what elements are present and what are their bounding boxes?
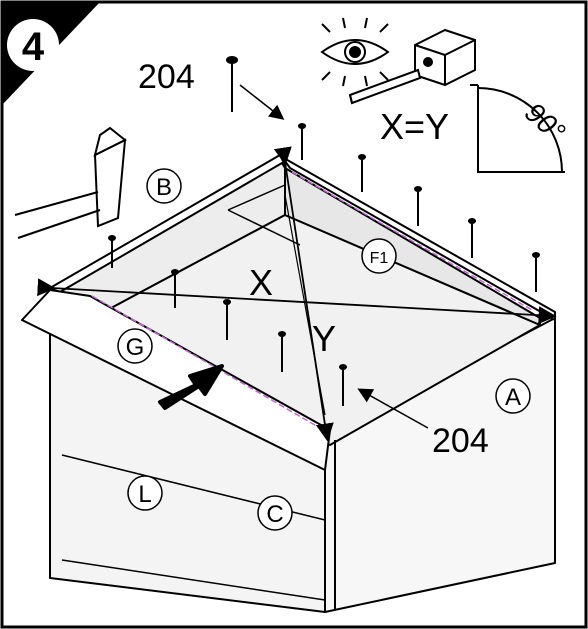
label-C: C	[266, 501, 283, 528]
nail-code-right: 204	[432, 422, 489, 460]
label-B: B	[156, 174, 172, 201]
panel-callouts: B G A C L F1	[117, 168, 531, 531]
equation-label: X=Y	[380, 106, 449, 147]
label-X: X	[249, 262, 273, 303]
hammer-icon	[14, 126, 127, 239]
nail-icon	[358, 154, 366, 192]
label-L: L	[138, 481, 151, 508]
eye-icon	[320, 17, 390, 87]
nail-code-top: 204	[138, 58, 195, 96]
nail-icon	[414, 186, 422, 226]
nail-row-back	[298, 123, 540, 292]
nail-icon	[339, 364, 347, 406]
nail-icon	[226, 56, 238, 112]
diagonal-Y	[273, 146, 334, 442]
label-Y: Y	[312, 318, 336, 359]
press-arrow	[158, 364, 224, 410]
right-angle-icon	[470, 84, 565, 173]
nail-icon	[468, 218, 476, 258]
tape-measure-icon	[348, 28, 476, 105]
nail-pointer	[239, 84, 285, 120]
label-A: A	[505, 384, 521, 411]
step-number: 4	[22, 25, 45, 69]
nail-pointer	[357, 388, 429, 429]
step-badge	[7, 19, 59, 71]
nail-icon	[108, 235, 116, 268]
label-G: G	[126, 334, 145, 361]
label-F1: F1	[370, 250, 389, 267]
